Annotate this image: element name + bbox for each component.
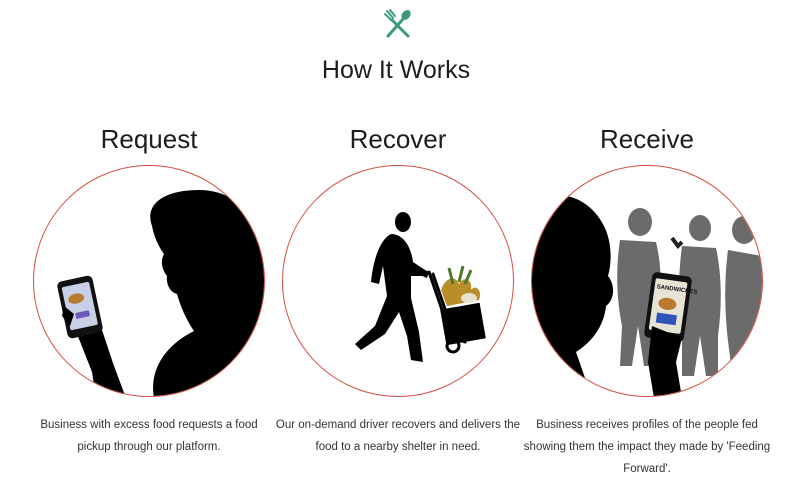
recover-illustration <box>282 165 514 397</box>
step-description: Business receives profiles of the people… <box>523 419 771 475</box>
step-title: Recover <box>349 124 447 154</box>
step-description: Our on-demand driver recovers and delive… <box>275 419 521 453</box>
page-title: How It Works <box>321 56 471 84</box>
fork-spoon-icon <box>384 9 411 38</box>
receive-illustration: SANDWICHES <box>531 165 763 397</box>
request-illustration <box>33 165 265 397</box>
driver-with-hand-truck-silhouette <box>355 212 486 362</box>
step-title: Request <box>100 124 198 154</box>
step-title: Receive <box>600 124 694 154</box>
people-receiving-silhouette: SANDWICHES <box>532 195 762 396</box>
phone-screen-text: SANDWICHES <box>656 284 697 296</box>
step-description: Business with excess food requests a foo… <box>40 419 258 453</box>
person-with-phone-silhouette <box>57 190 264 396</box>
